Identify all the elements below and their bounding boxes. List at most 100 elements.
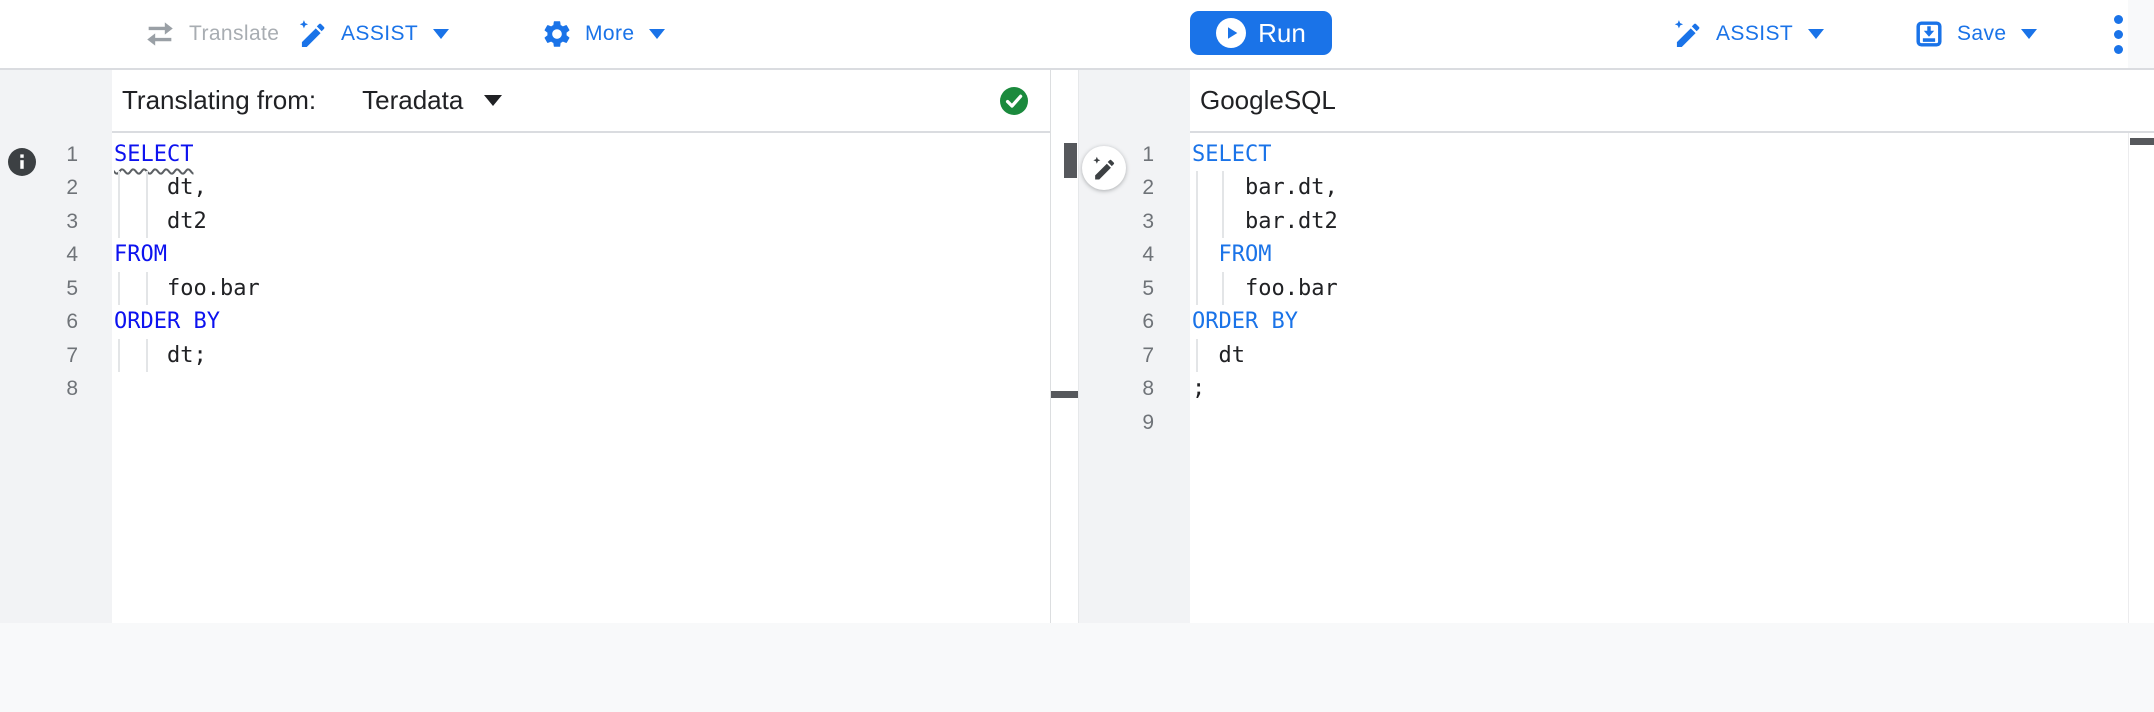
code-line: dt2 xyxy=(114,204,1048,239)
translate-label: Translate xyxy=(189,22,280,45)
panel-splitter[interactable] xyxy=(1050,70,1051,623)
overflow-menu-button[interactable] xyxy=(2104,0,2132,68)
line-number: 1 xyxy=(1142,143,1154,166)
more-menu[interactable]: More xyxy=(541,0,666,68)
code-line xyxy=(1192,406,2126,439)
assist-right-label: ASSIST xyxy=(1716,22,1794,45)
save-icon xyxy=(1913,18,1945,50)
assist-menu-right[interactable]: ASSIST xyxy=(1672,0,1825,68)
indent-guide xyxy=(1222,204,1224,239)
target-line-numbers: 1 2 3 4 5 6 7 8 9 xyxy=(1078,133,1154,439)
run-label: Run xyxy=(1258,17,1306,48)
indent-guide xyxy=(1222,271,1224,306)
success-check-icon xyxy=(1000,87,1028,115)
more-label: More xyxy=(585,22,635,45)
indent-guide xyxy=(1196,171,1198,205)
line-number: 5 xyxy=(66,276,78,300)
line-number: 3 xyxy=(1142,209,1154,233)
line-number: 7 xyxy=(66,343,78,367)
indent-guide xyxy=(1196,338,1198,373)
run-button[interactable]: Run xyxy=(1190,11,1332,55)
chevron-down-icon xyxy=(433,29,450,39)
code-line: ; xyxy=(1192,372,2126,405)
target-scrollbar-thumb[interactable] xyxy=(2130,138,2154,145)
code-line: dt; xyxy=(114,338,1048,373)
chevron-down-icon xyxy=(484,95,503,106)
indent-guide xyxy=(146,204,148,239)
code-line: ORDER BY xyxy=(1192,305,2126,338)
dialect-dropdown[interactable]: Teradata xyxy=(362,85,503,116)
source-scrollbar-thumb[interactable] xyxy=(1064,143,1077,178)
indent-guide xyxy=(146,171,148,205)
play-icon xyxy=(1216,18,1247,48)
sql-text: dt xyxy=(1192,342,1245,368)
save-label: Save xyxy=(1957,22,2007,45)
sql-keyword: SELECT xyxy=(114,142,194,167)
toolbar-corner xyxy=(2128,0,2154,68)
chevron-down-icon xyxy=(2021,29,2038,39)
indent-guide xyxy=(1222,171,1224,205)
magic-pen-icon xyxy=(1672,18,1704,50)
toolbar: Translate ASSIST More Run xyxy=(0,0,2154,70)
gear-icon xyxy=(541,18,573,50)
assist-menu-left[interactable]: ASSIST xyxy=(297,0,450,68)
assist-label: ASSIST xyxy=(341,22,419,45)
swap-arrows-icon xyxy=(143,17,177,51)
kebab-dot xyxy=(2113,44,2123,54)
sql-text: ; xyxy=(1192,376,1206,402)
line-number: 6 xyxy=(66,310,78,334)
chevron-down-icon xyxy=(1808,29,1825,39)
indent-guide xyxy=(1196,204,1198,239)
sql-text: dt, xyxy=(114,175,207,201)
translate-button[interactable]: Translate xyxy=(143,0,279,68)
line-number: 5 xyxy=(1142,276,1154,300)
target-panel-header: GoogleSQL xyxy=(1190,70,2154,133)
indent-guide xyxy=(118,204,120,239)
indent-guide xyxy=(118,338,120,373)
footer-area: Translation location: us xyxy=(0,623,2154,712)
code-line: bar.dt, xyxy=(1192,171,2126,205)
chevron-down-icon xyxy=(649,29,666,39)
code-line: foo.bar xyxy=(1192,271,2126,306)
source-panel-header: Translating from: Teradata xyxy=(112,70,1050,133)
line-number: 6 xyxy=(1142,310,1154,334)
sql-text: dt; xyxy=(114,342,207,368)
code-line: FROM xyxy=(1192,238,2126,272)
save-menu[interactable]: Save xyxy=(1913,0,2038,68)
sql-keyword: ORDER BY xyxy=(114,309,220,335)
line-number: 9 xyxy=(1142,410,1154,434)
sql-text: bar.dt, xyxy=(1192,175,1338,201)
indent-guide xyxy=(118,171,120,205)
line-number: 4 xyxy=(66,243,78,267)
indent-guide xyxy=(146,271,148,306)
sql-keyword: SELECT xyxy=(1192,142,1272,167)
line-number: 2 xyxy=(1142,176,1154,200)
line-number: 2 xyxy=(66,176,78,200)
line-number: 1 xyxy=(66,143,78,166)
line-number: 4 xyxy=(1142,243,1154,267)
code-line: SELECT xyxy=(114,138,1048,171)
sql-text: dt2 xyxy=(114,208,207,234)
assist-fab-button[interactable] xyxy=(1082,146,1126,190)
line-number: 8 xyxy=(66,377,78,401)
code-line: dt, xyxy=(114,171,1048,205)
code-line: SELECT xyxy=(1192,138,2126,171)
kebab-dot xyxy=(2113,29,2123,39)
translating-from-label: Translating from: xyxy=(122,85,317,115)
line-number: 7 xyxy=(1142,343,1154,367)
code-line: foo.bar xyxy=(114,271,1048,306)
indent-guide xyxy=(1196,271,1198,306)
sql-text: foo.bar xyxy=(1192,275,1338,301)
sql-text: bar.dt2 xyxy=(1192,208,1338,234)
line-number: 8 xyxy=(1142,377,1154,401)
indent-guide xyxy=(1196,238,1198,272)
info-icon[interactable] xyxy=(8,148,36,176)
target-scrollbar-track xyxy=(2128,133,2129,623)
code-line: FROM xyxy=(114,238,1048,271)
magic-pen-icon xyxy=(1091,155,1118,182)
splitter-grip[interactable] xyxy=(1051,391,1078,398)
